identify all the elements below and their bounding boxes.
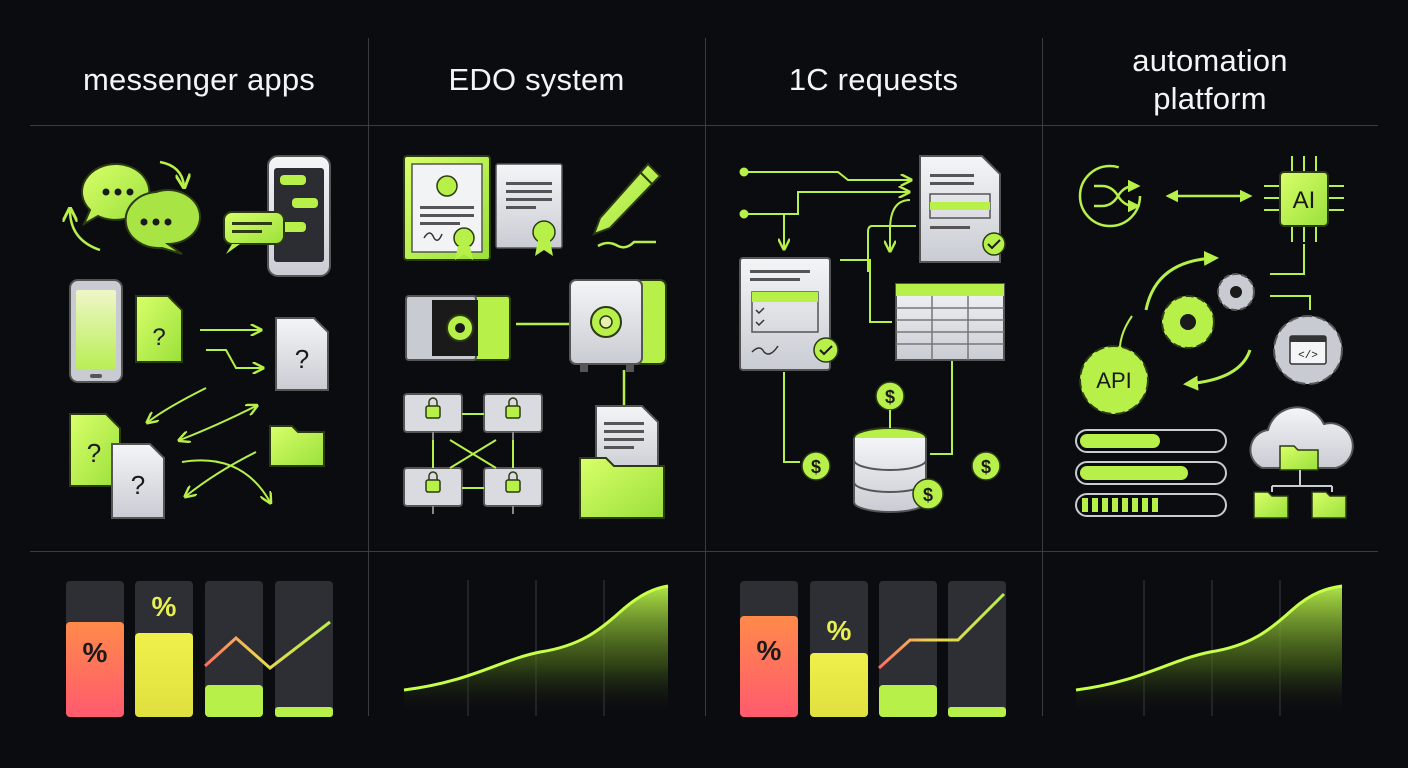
spreadsheet-table-icon (895, 283, 1005, 361)
progress-bars-icon (1075, 429, 1227, 517)
bar-track (205, 581, 263, 717)
bar-panel-2: % % (740, 581, 1006, 717)
footer-divider (30, 551, 1378, 552)
column-title-edo-system: EDO system (448, 62, 625, 97)
checklist-document-icon (739, 257, 839, 371)
bar-fill-green (205, 685, 263, 717)
bar-fill-green (275, 707, 333, 717)
bar-panel-1: % % (66, 581, 333, 717)
bar-fill-green (948, 707, 1006, 717)
document-folder-icon (579, 405, 665, 519)
percent-label: % (757, 635, 782, 666)
shuffle-icon (1078, 164, 1142, 228)
question-mark: ? (295, 344, 309, 374)
ai-label: AI (1293, 187, 1316, 214)
column-title-1c-requests: 1C requests (788, 62, 959, 97)
question-mark: ? (152, 324, 165, 351)
trend-line (203, 620, 331, 670)
secure-vault-icon (405, 279, 667, 406)
dollar-icon: $ (981, 457, 991, 477)
chat-bubbles-icon (70, 160, 202, 255)
bar-fill-yellow (810, 653, 868, 717)
dollar-icon: $ (885, 387, 895, 407)
column-title-automation-platform: automation platform (1132, 43, 1288, 116)
percent-label: % (83, 637, 108, 668)
column-title-messenger-apps: messenger apps (83, 62, 315, 97)
bar-fill-red (740, 616, 798, 717)
area-line (403, 584, 669, 692)
growth-area-chart-2 (1075, 580, 1343, 716)
invoice-document-icon (919, 155, 1006, 263)
api-label: API (1096, 368, 1131, 393)
bar-track (948, 581, 1006, 717)
unknown-document-icon: ? ? (135, 295, 329, 391)
locked-network-icon (403, 393, 543, 514)
growth-area-chart-1 (403, 580, 669, 716)
api-gear-icon: API (1079, 345, 1149, 415)
request-flow-arrows (739, 167, 953, 463)
bar-track (879, 581, 937, 717)
dollar-icon: $ (811, 457, 821, 477)
bar-fill-green (879, 685, 937, 717)
phone-chat-icon (223, 155, 331, 277)
question-mark: ? (131, 470, 145, 500)
certificate-documents-icon (403, 155, 563, 261)
percent-label: % (827, 615, 852, 646)
bar-track (275, 581, 333, 717)
area-line (1075, 584, 1343, 692)
question-mark: ? (87, 438, 101, 468)
column-divider-1 (368, 38, 369, 716)
code-gear-icon: </> (1273, 315, 1343, 385)
database-money-icon: $ $ $ $ (801, 381, 1001, 513)
misplaced-files-icon: ? ? (69, 387, 325, 519)
code-label: </> (1298, 350, 1318, 362)
percent-label: % (152, 591, 177, 622)
cloud-folders-icon (1249, 406, 1354, 519)
dollar-icon: $ (923, 485, 933, 505)
area-fill (1076, 586, 1342, 716)
smartphone-icon (69, 279, 123, 383)
ai-chip-icon: AI (1264, 156, 1344, 242)
connector-line (1270, 295, 1311, 310)
bar-fill-yellow (135, 633, 193, 717)
column-divider-2 (705, 38, 706, 716)
bar-fill-red (66, 622, 124, 717)
column-divider-3 (1042, 38, 1043, 716)
connector-line (1270, 244, 1305, 275)
pen-signature-icon (592, 162, 662, 249)
header-divider (30, 125, 1378, 126)
gears-cycle-icon (1118, 250, 1255, 391)
area-fill (404, 586, 668, 716)
trend-line (877, 592, 1006, 670)
